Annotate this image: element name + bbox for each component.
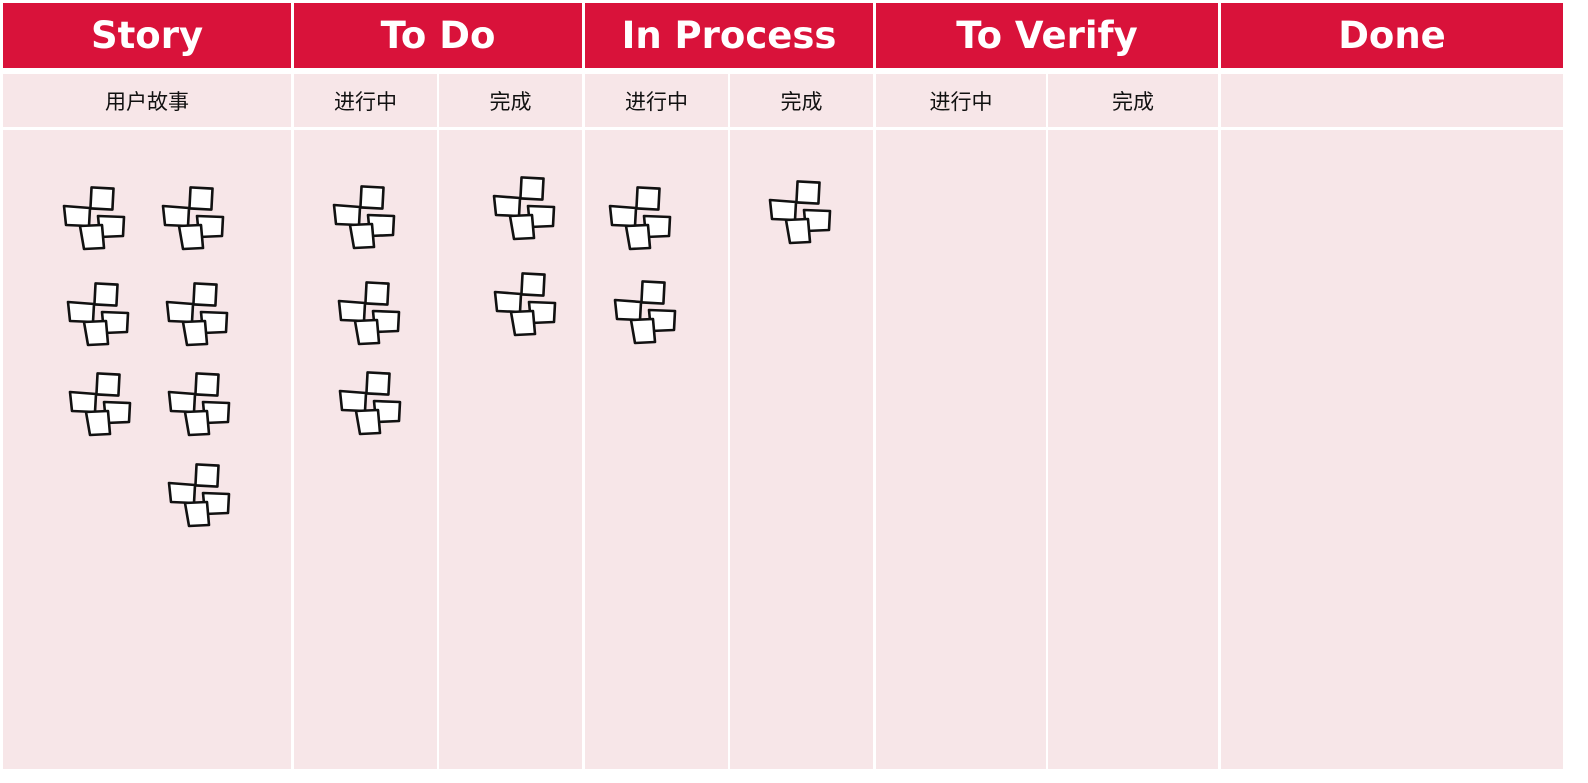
subcolumn-label: 用户故事 (105, 89, 189, 114)
sticky-notes-cluster-icon[interactable] (490, 176, 562, 244)
sticky-notes-cluster-icon[interactable] (165, 463, 237, 531)
lane-toverify-done (1048, 130, 1218, 769)
column-title: Done (1338, 14, 1446, 57)
lane-story (3, 130, 291, 769)
subcolumn-label: 完成 (780, 89, 823, 114)
subcolumn-header-todo-done: 完成 (439, 74, 582, 127)
column-title: In Process (621, 14, 837, 57)
column-header-inprocess: In Process (585, 3, 873, 68)
subcolumn-label: 进行中 (929, 89, 993, 114)
lane-done (1221, 130, 1563, 769)
sticky-notes-cluster-icon[interactable] (491, 272, 563, 340)
lane-todo-done (439, 130, 582, 769)
sticky-notes-cluster-icon[interactable] (611, 280, 683, 348)
subcolumn-label: 完成 (1112, 89, 1154, 114)
column-title: To Do (380, 14, 496, 57)
subcolumn-label: 完成 (489, 89, 532, 114)
subcolumn-header-todo-doing: 进行中 (294, 74, 437, 127)
column-header-done: Done (1221, 3, 1563, 68)
column-header-toverify: To Verify (876, 3, 1218, 68)
sticky-notes-cluster-icon[interactable] (766, 180, 838, 248)
sticky-notes-cluster-icon[interactable] (335, 281, 407, 349)
sticky-notes-cluster-icon[interactable] (606, 186, 678, 254)
sticky-notes-cluster-icon[interactable] (60, 186, 132, 254)
subcolumn-label: 进行中 (334, 89, 397, 114)
column-title: Story (90, 14, 204, 57)
sticky-notes-cluster-icon[interactable] (159, 186, 231, 254)
subcolumn-header-inprocess-done: 完成 (730, 74, 873, 127)
subcolumn-header-done (1221, 74, 1563, 127)
subcolumn-header-story: 用户故事 (3, 74, 291, 127)
subcolumn-label: 进行中 (625, 89, 688, 114)
column-header-story: Story (3, 3, 291, 68)
sticky-notes-cluster-icon[interactable] (336, 371, 408, 439)
sticky-notes-cluster-icon[interactable] (165, 372, 237, 440)
subcolumn-header-toverify-done: 完成 (1048, 74, 1218, 127)
subcolumn-header-inprocess-doing: 进行中 (585, 74, 728, 127)
column-header-todo: To Do (294, 3, 582, 68)
sticky-notes-cluster-icon[interactable] (64, 282, 136, 350)
sticky-notes-cluster-icon[interactable] (66, 372, 138, 440)
lane-toverify-doing (876, 130, 1046, 769)
sticky-notes-cluster-icon[interactable] (163, 282, 235, 350)
sticky-notes-cluster-icon[interactable] (330, 185, 402, 253)
subcolumn-header-toverify-doing: 进行中 (876, 74, 1046, 127)
column-title: To Verify (956, 14, 1138, 57)
